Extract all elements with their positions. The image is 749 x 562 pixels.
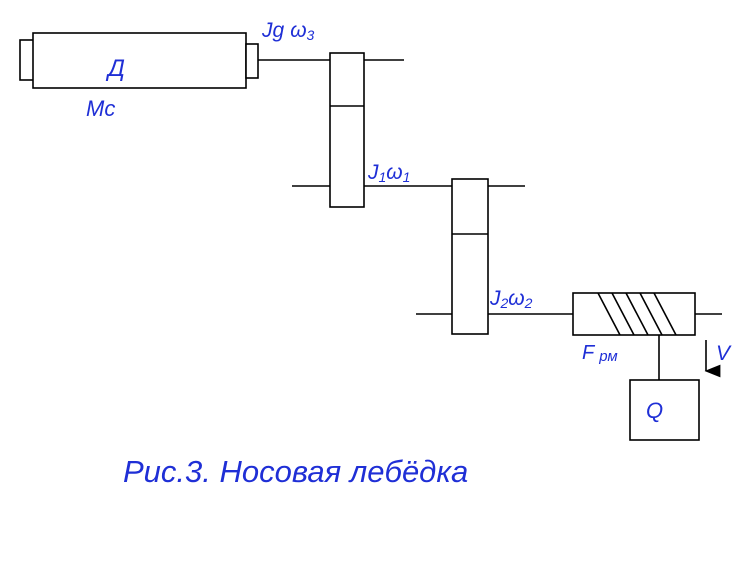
shaft1-label: J1ω1 xyxy=(367,161,410,185)
gear-pair-2 xyxy=(451,178,489,335)
motor-left-cap xyxy=(19,39,35,81)
drum-rope-coils xyxy=(597,292,677,336)
figure-caption: Рис.3. Носовая лебёдка xyxy=(123,454,468,489)
motor-right-cap xyxy=(245,43,259,79)
motor xyxy=(19,32,259,89)
drum-body xyxy=(572,292,696,336)
velocity-label: V xyxy=(716,342,732,365)
motor-body xyxy=(32,32,247,89)
shaft2-label: J2ω2 xyxy=(489,287,533,311)
gear-pair-1 xyxy=(329,52,365,208)
load-box xyxy=(629,379,700,441)
gear-pair-2-body xyxy=(451,178,489,335)
load-label: Q xyxy=(646,398,663,423)
motor-torque-label: Mc xyxy=(86,96,115,121)
gear-pair-1-body xyxy=(329,52,365,208)
winch-drum xyxy=(572,292,696,336)
motor-label: Д xyxy=(105,55,125,82)
